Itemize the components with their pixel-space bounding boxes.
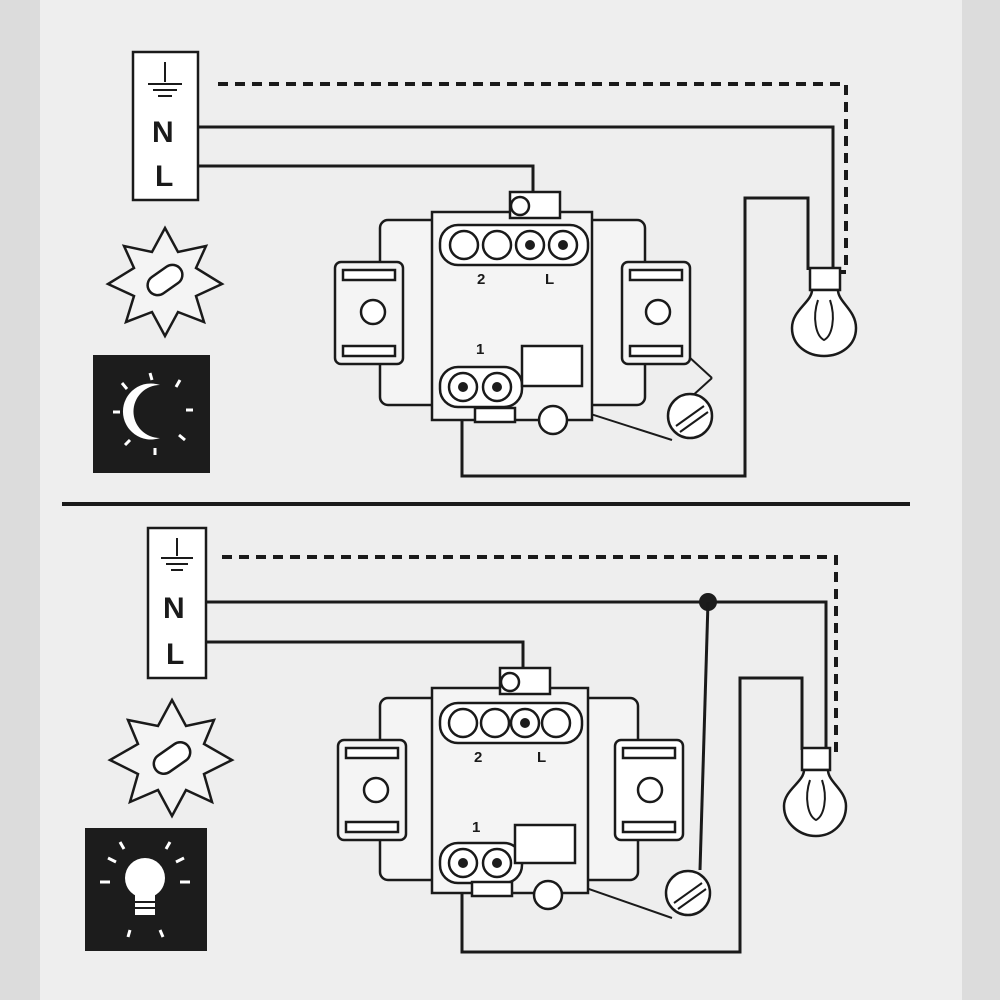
earth-ground-icon (161, 538, 193, 571)
top-panel: N L (93, 50, 858, 478)
sun-sensor-icon (105, 225, 225, 339)
load-wire (460, 676, 804, 954)
terminal-L-label: L (545, 271, 554, 288)
bottom-panel: N L (85, 526, 848, 954)
moon-icon (93, 355, 210, 473)
photocell-sensor-icon (666, 392, 714, 440)
neutral-wire (206, 600, 828, 750)
terminal-2-label: 2 (477, 271, 485, 288)
line-label: L (155, 160, 173, 193)
neutral-branch-wire (698, 601, 710, 871)
terminal-1-label: 1 (472, 819, 480, 836)
earth-wire (222, 555, 838, 752)
supply-terminal-box: N L (131, 50, 200, 202)
neutral-label: N (163, 592, 185, 625)
light-bulb-icon (790, 266, 858, 358)
terminal-1-label: 1 (476, 341, 484, 358)
line-label: L (166, 638, 184, 671)
supply-terminal-box: N L (146, 526, 208, 680)
earth-ground-icon (148, 62, 182, 97)
terminal-2-label: 2 (474, 749, 482, 766)
light-bulb-icon (782, 746, 848, 838)
neutral-label: N (152, 116, 174, 149)
load-wire (460, 196, 810, 478)
sun-sensor-icon (107, 697, 235, 819)
neutral-wire (198, 125, 835, 270)
switch-module: 2 L 1 (336, 666, 685, 911)
photocell-sensor-icon (664, 869, 712, 917)
terminal-L-label: L (537, 749, 546, 766)
switch-module: 2 L 1 (333, 190, 692, 436)
light-bulb-on-icon (85, 828, 207, 951)
